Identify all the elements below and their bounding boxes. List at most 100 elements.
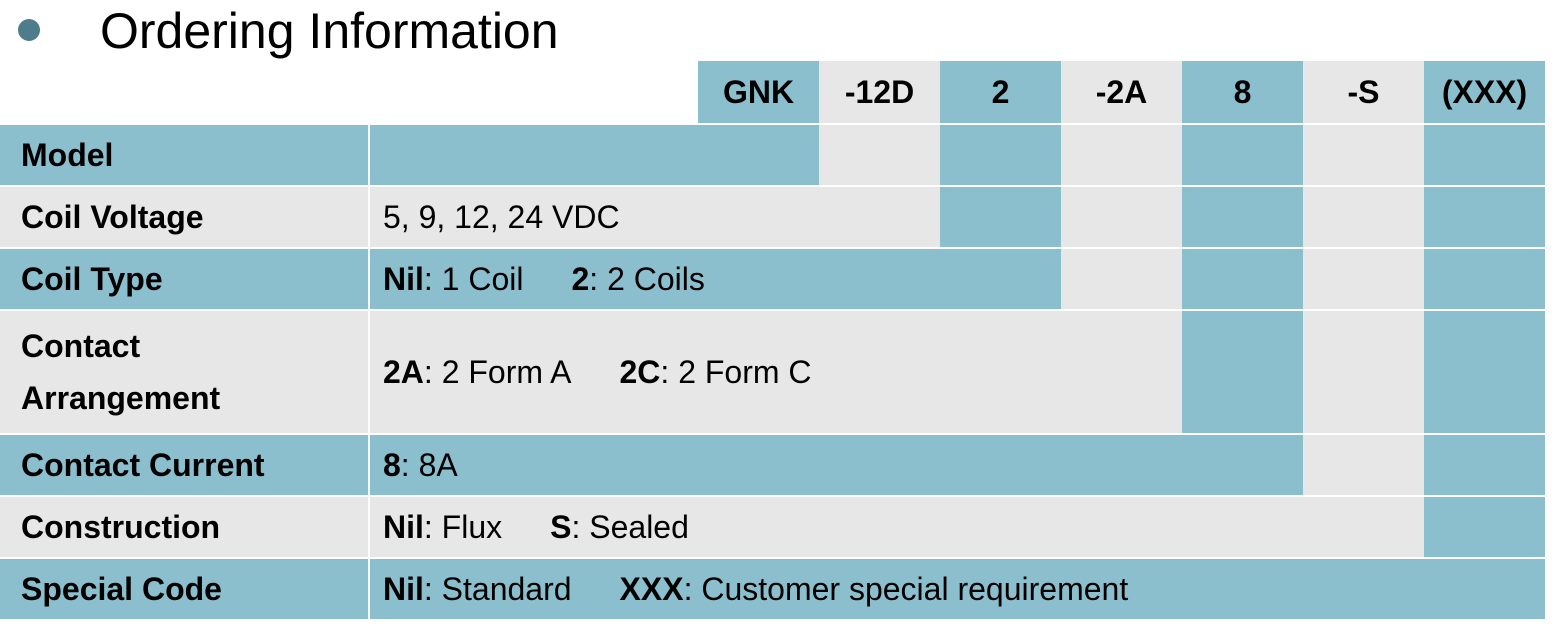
code-column-cell	[1061, 187, 1182, 247]
option-value: 2C: 2 Form C	[620, 354, 812, 391]
row-label: Construction	[0, 497, 368, 557]
row-description: Nil: 1 Coil 2: 2 Coils	[368, 249, 1061, 309]
option-value: 8: 8A	[383, 447, 458, 484]
code-column-cell	[1182, 125, 1303, 185]
row-label-text: Model	[21, 129, 113, 181]
row-label: Coil Type	[0, 249, 368, 309]
part-number-spacer	[0, 61, 698, 123]
option-text: : 8A	[400, 446, 458, 483]
row-description: 5, 9, 12, 24 VDC	[368, 187, 940, 247]
option-code: Nil	[383, 508, 424, 545]
code-column-cell	[1303, 311, 1424, 433]
option-text: : 2 Form C	[660, 353, 812, 390]
code-column-cell	[819, 125, 940, 185]
option-text: : 2 Form A	[423, 353, 572, 390]
part-number-segment: -S	[1303, 61, 1424, 123]
option-value: Nil: Flux	[383, 509, 502, 546]
page-title: Ordering Information	[100, 2, 559, 59]
option-text: : 1 Coil	[423, 260, 524, 297]
option-text: 5, 9, 12, 24 VDC	[383, 198, 620, 235]
option-value: Nil: Standard	[383, 571, 572, 608]
row-label-text: Special Code	[21, 563, 222, 615]
part-number-segment: -12D	[819, 61, 940, 123]
row-label-text: Construction	[21, 501, 220, 553]
part-number-segment-text: -12D	[844, 73, 915, 110]
option-text: : 2 Coils	[589, 260, 705, 297]
section-header: Ordering Information	[0, 0, 1560, 61]
table-row: Coil Type Nil: 1 Coil 2: 2 Coils	[0, 247, 1545, 309]
code-column-cell	[1303, 249, 1424, 309]
code-column-cell	[1061, 249, 1182, 309]
row-label: Coil Voltage	[0, 187, 368, 247]
code-column-cell	[1424, 311, 1545, 433]
row-label-text: Coil Voltage	[21, 191, 204, 243]
code-column-cell	[1303, 125, 1424, 185]
option-value: S: Sealed	[550, 509, 689, 546]
row-description: 2A: 2 Form A 2C: 2 Form C	[368, 311, 1182, 433]
row-description	[368, 125, 819, 185]
row-label: Special Code	[0, 559, 368, 619]
code-column-cell	[1424, 435, 1545, 495]
code-column-cell	[1424, 187, 1545, 247]
option-code: 2A	[383, 353, 424, 390]
code-column-cell	[1424, 249, 1545, 309]
option-text: : Flux	[423, 508, 503, 545]
row-label-line: Special Code	[21, 571, 222, 607]
part-number-segment-text: -S	[1347, 73, 1380, 110]
part-number-segment-text: -2A	[1095, 73, 1148, 110]
row-label-line: Coil Voltage	[21, 199, 204, 235]
table-row: Construction Nil: Flux S: Sealed	[0, 495, 1545, 557]
option-code: Nil	[383, 260, 424, 297]
part-number-segment: 8	[1182, 61, 1303, 123]
row-label-line: Contact Current	[21, 447, 265, 483]
option-code: XXX	[619, 570, 684, 607]
option-code: Nil	[383, 570, 424, 607]
row-label-text: Contact Current	[21, 439, 265, 491]
part-number-segment: (XXX)	[1424, 61, 1545, 123]
code-column-cell	[1061, 125, 1182, 185]
option-code: 8	[383, 446, 401, 483]
option-value: 2: 2 Coils	[571, 261, 704, 298]
table-row: Coil Voltage 5, 9, 12, 24 VDC	[0, 185, 1545, 247]
row-label-line: Construction	[21, 509, 221, 545]
row-label-line: Model	[21, 137, 114, 173]
row-label-line: Arrangement	[21, 380, 221, 416]
option-text: : Standard	[423, 570, 572, 607]
option-code: 2	[571, 260, 590, 297]
section-bullet-icon	[18, 18, 40, 41]
option-value: 5, 9, 12, 24 VDC	[383, 199, 620, 236]
code-column-cell	[940, 187, 1061, 247]
row-label: Model	[0, 125, 368, 185]
option-value: Nil: 1 Coil	[383, 261, 523, 298]
row-label-line: Coil Type	[21, 261, 163, 297]
code-column-cell	[940, 125, 1061, 185]
code-column-cell	[1182, 249, 1303, 309]
table-row: Special Code Nil: Standard XXX: Customer s…	[0, 557, 1545, 619]
code-column-cell	[1303, 435, 1424, 495]
option-code: 2C	[619, 353, 661, 390]
row-label-line: Contact	[21, 328, 141, 364]
part-number-segment-text: GNK	[722, 73, 795, 110]
row-description: Nil: Flux S: Sealed	[368, 497, 1424, 557]
table-row: Contact Current 8: 8A	[0, 433, 1545, 495]
row-label: Contact Current	[0, 435, 368, 495]
row-label-text: Coil Type	[21, 253, 163, 305]
part-number-segment: -2A	[1061, 61, 1182, 123]
option-text: : Customer special requirement	[683, 570, 1129, 607]
part-number-segment: GNK	[698, 61, 819, 123]
code-column-cell	[1182, 311, 1303, 433]
option-value: XXX: Customer special requirement	[620, 571, 1129, 608]
code-column-cell	[1424, 497, 1545, 557]
option-code: S	[550, 508, 572, 545]
row-description: 8: 8A	[368, 435, 1303, 495]
table-row: Model	[0, 123, 1545, 185]
code-column-cell	[1424, 125, 1545, 185]
code-column-cell	[1182, 187, 1303, 247]
part-number-segment-text: (XXX)	[1441, 73, 1528, 110]
